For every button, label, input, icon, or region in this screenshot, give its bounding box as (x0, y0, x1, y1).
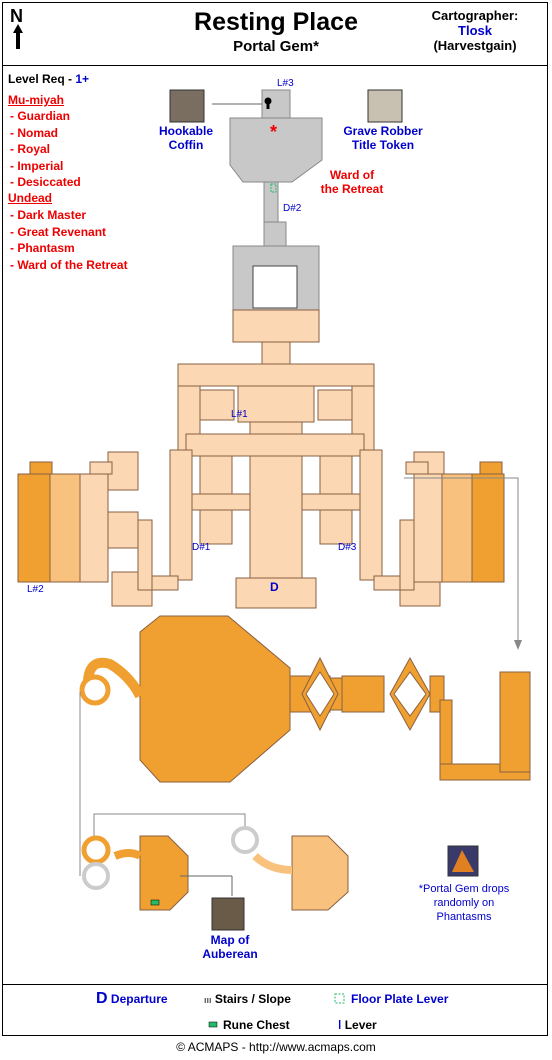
legend-rune-chest-icon (208, 1021, 218, 1028)
spiral-ramp-1 (83, 657, 145, 699)
legend-lever: ǀ Lever (338, 1018, 377, 1032)
compass-icon (13, 24, 23, 49)
map-frame (2, 2, 548, 1036)
bottom-rooms (139, 835, 349, 911)
connector-right (404, 477, 519, 640)
lever-l3-label: L#3 (277, 78, 294, 89)
grave-robber-label: Grave Robber Title Token (343, 124, 423, 152)
spiral-ring-1 (79, 674, 111, 706)
rune-chest-icon (150, 899, 160, 906)
group1-list: - Guardian - Nomad - Royal - Imperial - … (10, 109, 81, 189)
legend-floor-plate-icon (334, 993, 345, 1004)
cartographer-label: Cartographer: (431, 8, 519, 23)
lever-l2-label: L#2 (27, 584, 44, 595)
cartographer-name: Tlosk (458, 23, 492, 38)
departure-marker: D (270, 580, 279, 594)
page-title: Resting Place (194, 8, 358, 36)
ward-label: Ward of the Retreat (320, 168, 384, 196)
map-scroll-icon (211, 897, 245, 931)
portal-gem-star: * (270, 122, 278, 142)
north-label: N (10, 6, 23, 26)
middle-room-holes (305, 671, 427, 717)
legend-departure: D Departure (96, 990, 168, 1007)
door-d2-label: D#2 (283, 203, 302, 214)
group2-title: Undead (8, 191, 53, 205)
spiral-ring-2 (81, 835, 111, 865)
map-of-auberean-label: Map of Auberean (202, 933, 258, 961)
header-divider (2, 65, 548, 66)
legend-stairs: ııı Stairs / Slope (204, 992, 291, 1006)
upper-rooms (107, 309, 445, 609)
copyright-footer: © ACMAPS - http://www.acmaps.com (176, 1040, 376, 1054)
spiral-ring-4 (231, 826, 259, 854)
door-d1-label: D#1 (192, 542, 211, 553)
spiral-ring-3 (82, 862, 110, 890)
cartographer-server: (Harvestgain) (433, 38, 517, 53)
portal-gem-note: *Portal Gem drops randomly on Phantasms (418, 883, 510, 923)
keyhole-icon (264, 97, 272, 109)
legend-floor-plate: Floor Plate Lever (351, 992, 449, 1006)
coffin-icon (169, 89, 205, 123)
group2-list: - Dark Master - Great Revenant - Phantas… (10, 208, 128, 272)
floor-plate-lever-icon (270, 183, 277, 193)
group1-title: Mu-miyah (8, 93, 65, 107)
gray-room-pit (252, 265, 298, 309)
middle-rooms (139, 615, 531, 783)
door-d3-label: D#3 (338, 542, 357, 553)
page-subtitle: Portal Gem* (233, 38, 319, 55)
side-bars (17, 461, 505, 583)
legend-rune-chest: Rune Chest (223, 1018, 290, 1032)
skull-icon (367, 89, 403, 123)
lever-icon: ǀ (338, 1018, 342, 1032)
lever-l1-label: L#1 (231, 409, 248, 420)
hookable-coffin-label: Hookable Coffin (158, 124, 213, 152)
connector-bottom (93, 813, 246, 836)
legend-divider (2, 984, 548, 985)
level-req: Level Req - 1+ (8, 72, 90, 86)
